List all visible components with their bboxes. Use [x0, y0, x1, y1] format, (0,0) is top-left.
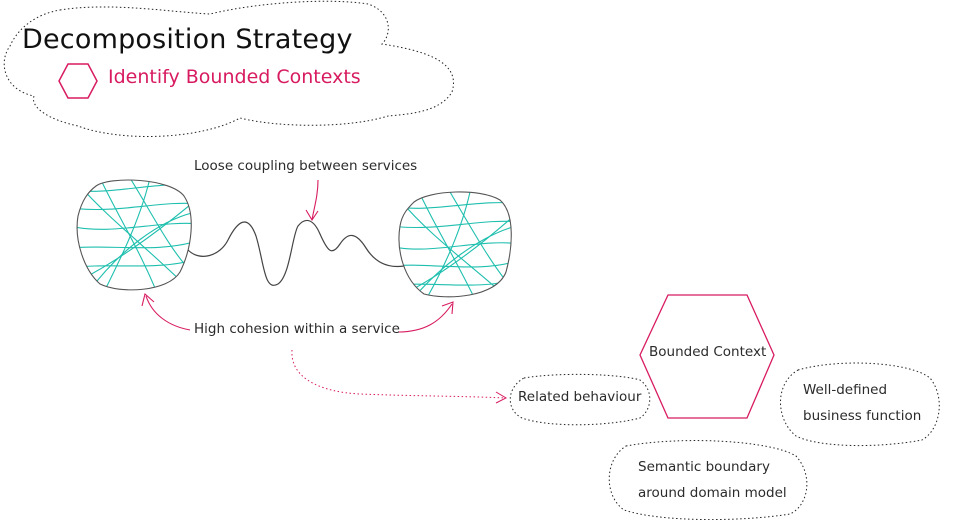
- well-defined-line-2: business function: [803, 408, 922, 424]
- well-defined-bubble: [780, 362, 940, 447]
- loose-coupling-label: Loose coupling between services: [194, 158, 418, 174]
- loose-coupling-arrow: [305, 179, 319, 222]
- high-cohesion-label: High cohesion within a service: [194, 321, 400, 337]
- bounded-context-hexagon: [639, 294, 775, 419]
- related-behaviour-bubble: [509, 373, 651, 426]
- title-cloud: [3, 0, 454, 137]
- page-title: Decomposition Strategy: [22, 24, 353, 55]
- semantic-boundary-bubble: [608, 440, 808, 520]
- hexagon-icon: [58, 63, 98, 99]
- service-ball-right: [398, 191, 512, 298]
- well-defined-label: Well-defined business function: [803, 377, 921, 429]
- service-ball-left: [76, 179, 192, 291]
- well-defined-line-1: Well-defined: [803, 382, 888, 398]
- cohesion-arrow-left: [141, 292, 191, 331]
- page-subtitle: Identify Bounded Contexts: [108, 66, 361, 88]
- coupling-line: [187, 219, 405, 286]
- bounded-context-label: Bounded Context: [649, 344, 767, 360]
- cohesion-arrow-right: [397, 301, 454, 333]
- related-behaviour-arrow: [291, 349, 508, 404]
- semantic-line-1: Semantic boundary: [638, 459, 770, 475]
- semantic-line-2: around domain model: [638, 485, 787, 501]
- related-behaviour-label: Related behaviour: [518, 389, 642, 405]
- semantic-boundary-label: Semantic boundary around domain model: [638, 454, 787, 506]
